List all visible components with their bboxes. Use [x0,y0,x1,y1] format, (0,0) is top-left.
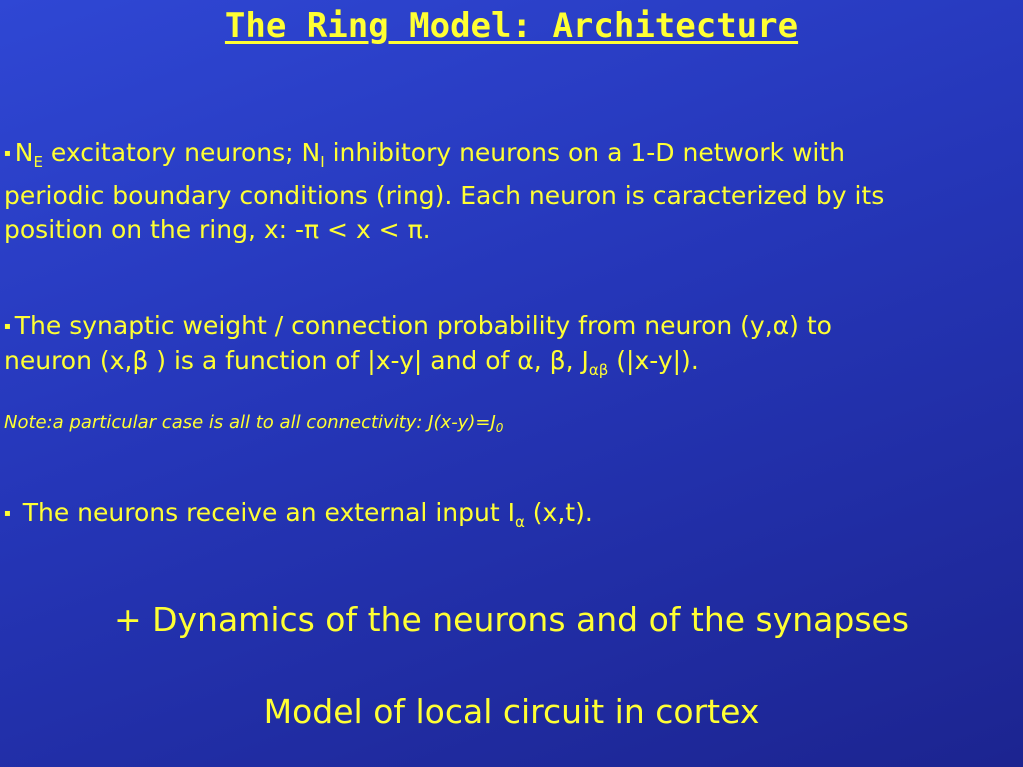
bullet-paragraph-1: ▪NE excitatory neurons; NI inhibitory ne… [4,136,1016,247]
connectivity-note: Note:a particular case is all to all con… [4,412,503,435]
bullet-2-line-2c: (|x-y|). [608,346,699,375]
bullet-icon: ▪ [4,148,11,159]
bullet-3-tail: (x,t). [524,498,593,527]
ne-symbol: N [14,138,34,167]
bullet-icon: ▪ [4,508,11,519]
bullet-1-line-2: periodic boundary conditions (ring). Eac… [4,181,885,210]
dynamics-line: + Dynamics of the neurons and of the syn… [113,600,910,639]
slide-title: The Ring Model: Architecture [224,6,799,46]
ni-subscript: I [320,153,325,171]
note-text: Note:a particular case is all to all con… [4,412,496,433]
ne-subscript: E [33,153,43,171]
bullet-2-line-2b: is a function of |x-y| and of α, β, J [173,346,589,375]
input-subscript: α [514,513,525,531]
bullet-2-line-1: The synaptic weight / connection probabi… [14,311,832,340]
bullet-1-text-b: inhibitory neurons on a 1-D network with [324,138,845,167]
bullet-icon: ▪ [4,321,11,332]
bullet-1-line-3: position on the ring, x: -π < x < π. [4,215,431,244]
bullet-paragraph-2: ▪The synaptic weight / connection probab… [4,309,1016,387]
model-line: Model of local circuit in cortex [263,692,760,731]
bullet-2-line-2a: neuron (x,β ) [4,346,174,375]
note-subscript: 0 [495,421,504,435]
bullet-3-text: The neurons receive an external input I [14,498,515,527]
j-subscript: αβ [588,361,609,379]
bullet-1-text-a: excitatory neurons; N [42,138,321,167]
bullet-paragraph-3: ▪ The neurons receive an external input … [4,496,1016,539]
